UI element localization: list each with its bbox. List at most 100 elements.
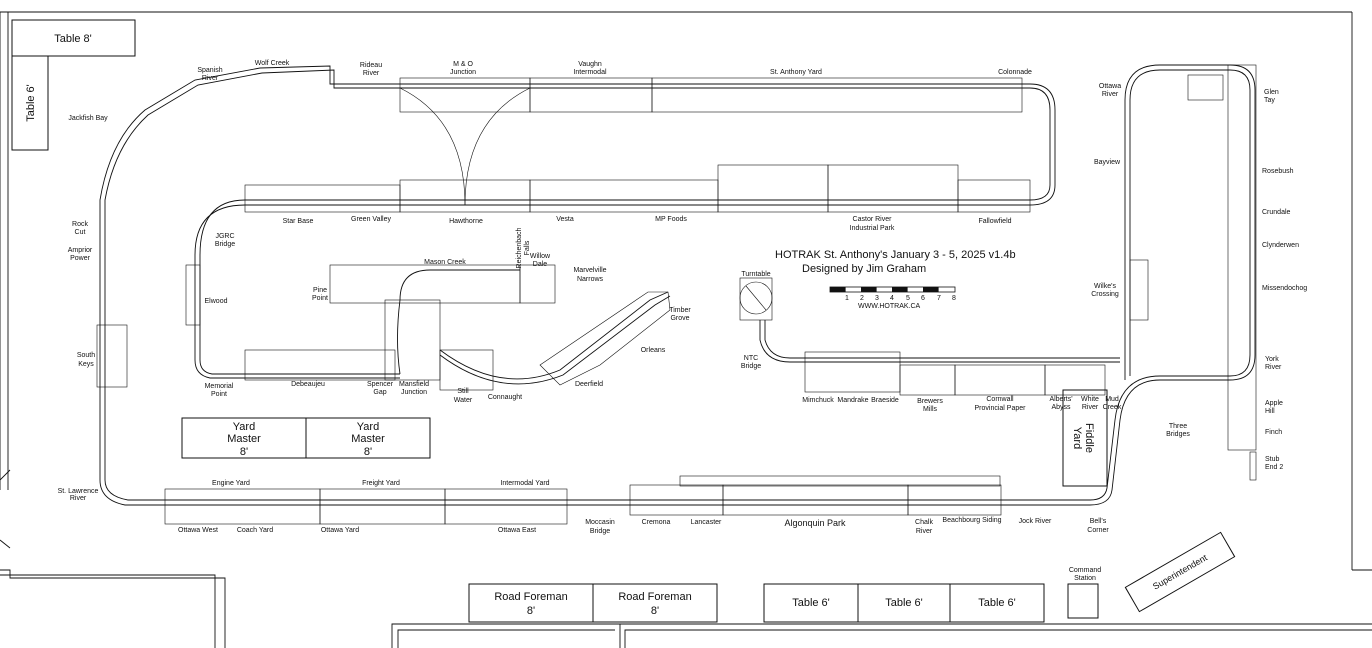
clynderwen: Clynderwen bbox=[1262, 242, 1299, 249]
st-lawrence-l1: St. Lawrence bbox=[58, 488, 99, 495]
glen-tay-l1: Glen bbox=[1264, 89, 1279, 96]
diagram-title: HOTRAK St. Anthony's January 3 - 5, 2025… bbox=[775, 249, 1016, 261]
vaughn-l2: Intermodal bbox=[573, 69, 607, 76]
hawthorne: Hawthorne bbox=[449, 218, 483, 225]
lancaster: Lancaster bbox=[691, 519, 722, 526]
yard-master-1-line2: Master bbox=[227, 433, 261, 445]
wilkes-crossing-l2: Crossing bbox=[1091, 291, 1119, 298]
three-bridges-l2: Bridges bbox=[1166, 431, 1190, 438]
ottawa-river-l2: River bbox=[1102, 91, 1119, 98]
intermodal-yard: Intermodal Yard bbox=[500, 480, 549, 487]
pine-point-l2: Point bbox=[312, 295, 328, 302]
furniture bbox=[11, 19, 1236, 623]
vesta: Vesta bbox=[556, 216, 574, 223]
still-water-l2: Water bbox=[454, 397, 473, 404]
ottawa-river-l1: Ottawa bbox=[1099, 83, 1121, 90]
road-foreman-1-line1: Road Foreman bbox=[494, 591, 567, 603]
scale-number-4: 4 bbox=[890, 295, 894, 302]
castor-river-l1: Castor River bbox=[853, 216, 893, 223]
st-anthony-yard: St. Anthony Yard bbox=[770, 69, 822, 76]
table-6-a-box bbox=[763, 583, 859, 623]
freight-yard: Freight Yard bbox=[362, 480, 400, 487]
green-valley: Green Valley bbox=[351, 216, 391, 223]
amprior-l1: Amprior bbox=[68, 247, 93, 254]
deerfield: Deerfield bbox=[575, 381, 603, 388]
ntc-bridge-l2: Bridge bbox=[741, 363, 761, 370]
memorial-point-l1: Memorial bbox=[205, 383, 234, 390]
still-water-l1: Still bbox=[457, 388, 469, 395]
white-river-l1: White bbox=[1081, 396, 1099, 403]
turntable-icon bbox=[739, 281, 773, 315]
yard-master-2-line3: 8' bbox=[364, 446, 372, 458]
table-6-c-label: Table 6' bbox=[978, 597, 1016, 609]
scale-number-6: 6 bbox=[921, 295, 925, 302]
mo-junction-l1: M & O bbox=[453, 61, 473, 68]
road-foreman-2-line2: 8' bbox=[651, 605, 659, 617]
bells-corner-l1: Bell's bbox=[1090, 518, 1107, 525]
superintendent-box bbox=[1124, 531, 1236, 613]
mansfield-l2: Junction bbox=[401, 389, 427, 396]
road-foreman-1-line2: 8' bbox=[527, 605, 535, 617]
scale-number-8: 8 bbox=[952, 295, 956, 302]
cornwall-l1: Cornwall bbox=[986, 396, 1014, 403]
mo-junction-l2: Junction bbox=[450, 69, 476, 76]
fiddle-yard-line1: Fiddle bbox=[1083, 423, 1095, 453]
amprior-l2: Power bbox=[70, 255, 91, 262]
willow-dale-l2: Dale bbox=[533, 261, 548, 268]
pine-point-l1: Pine bbox=[313, 287, 327, 294]
yard-master-2-line2: Master bbox=[351, 433, 385, 445]
table-8-label: Table 8' bbox=[54, 33, 92, 45]
rosebush: Rosebush bbox=[1262, 168, 1294, 175]
braeside: Braeside bbox=[871, 397, 899, 404]
brewers-mills-l2: Mills bbox=[923, 406, 937, 413]
mason-creek: Mason Creek bbox=[424, 259, 466, 266]
york-river-l1: York bbox=[1265, 356, 1279, 363]
ntc-bridge-l1: NTC bbox=[744, 355, 758, 362]
moccasin-l1: Moccasin bbox=[585, 519, 615, 526]
reichenbach-l2: Falls bbox=[524, 240, 531, 255]
south-keys-l2: Keys bbox=[78, 361, 94, 368]
command-station-line2: Station bbox=[1074, 575, 1096, 582]
scale-number-3: 3 bbox=[875, 295, 879, 302]
road-foreman-2-line1: Road Foreman bbox=[618, 591, 691, 603]
bells-corner-l2: Corner bbox=[1087, 527, 1109, 534]
scale-bar bbox=[829, 286, 956, 293]
crundale: Crundale bbox=[1262, 209, 1291, 216]
ottawa-east: Ottawa East bbox=[498, 527, 536, 534]
place-labels: Spanish River Wolf Creek Rideau River M … bbox=[58, 60, 1308, 535]
finch: Finch bbox=[1265, 429, 1282, 436]
wolf-creek: Wolf Creek bbox=[255, 60, 290, 67]
turntable-label: Turntable bbox=[741, 271, 770, 278]
scale-number-7: 7 bbox=[937, 295, 941, 302]
scale-number-2: 2 bbox=[860, 295, 864, 302]
jgrc-bridge-l2: Bridge bbox=[215, 241, 235, 248]
willow-dale-l1: Willow bbox=[530, 253, 551, 260]
table-6-a-label: Table 6' bbox=[792, 597, 830, 609]
cremona: Cremona bbox=[642, 519, 671, 526]
chalk-river-l1: Chalk bbox=[915, 519, 933, 526]
fiddle-yard-box bbox=[1062, 389, 1108, 487]
york-river-l2: River bbox=[1265, 364, 1282, 371]
command-station-box bbox=[1067, 583, 1099, 619]
mud-creek-l2: Creek bbox=[1103, 404, 1122, 411]
fallowfield: Fallowfield bbox=[978, 218, 1011, 225]
table-8-box bbox=[11, 19, 136, 57]
yard-master-2-line1: Yard bbox=[357, 421, 379, 433]
road-foreman-1-box bbox=[468, 583, 594, 623]
brewers-mills-l1: Brewers bbox=[917, 398, 943, 405]
connaught: Connaught bbox=[488, 394, 522, 401]
glen-tay-l2: Tay bbox=[1264, 97, 1275, 104]
mimchuck: Mimchuck bbox=[802, 397, 834, 404]
castor-river-l2: Industrial Park bbox=[850, 225, 895, 232]
jock-river: Jock River bbox=[1019, 518, 1052, 525]
bayview: Bayview bbox=[1094, 159, 1121, 166]
three-bridges-l1: Three bbox=[1169, 423, 1187, 430]
missendochog: Missendochog bbox=[1262, 285, 1307, 292]
south-keys-l1: South bbox=[77, 352, 95, 359]
moccasin-l2: Bridge bbox=[590, 528, 610, 535]
cornwall-l2: Provincial Paper bbox=[975, 405, 1027, 412]
spencer-gap-l1: Spencer bbox=[367, 381, 394, 388]
command-station-line1: Command bbox=[1069, 567, 1101, 574]
memorial-point-l2: Point bbox=[211, 391, 227, 398]
